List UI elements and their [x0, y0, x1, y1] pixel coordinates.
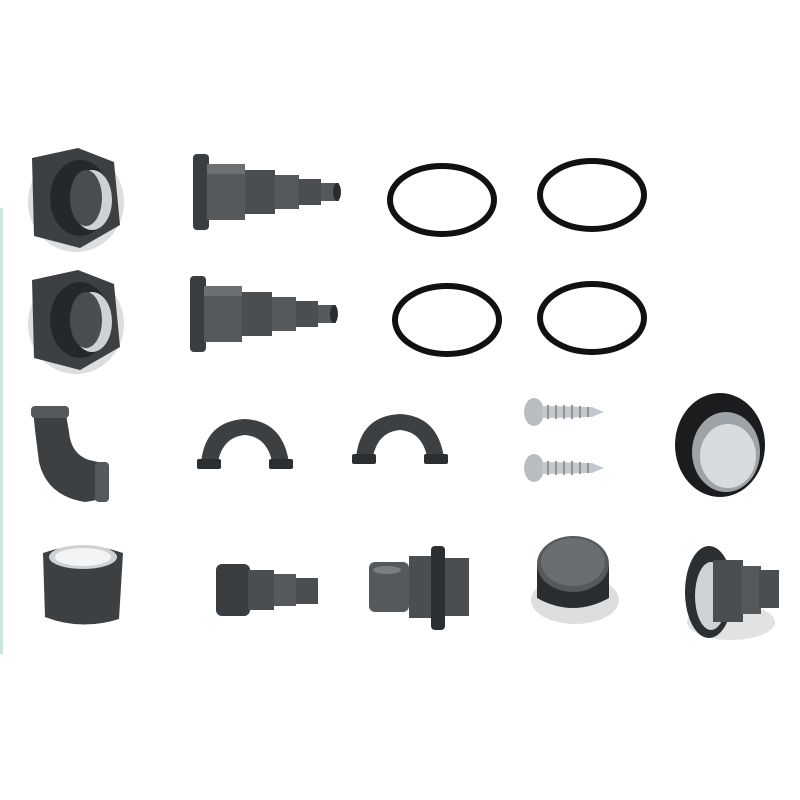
- hose-connector-1: [28, 148, 124, 252]
- o-ring-3: [392, 283, 502, 357]
- stepped-adapter: [216, 564, 318, 616]
- half-clamp-1: [197, 419, 293, 469]
- stepped-hose-adapter-1: [193, 154, 341, 230]
- sleeve-ring: [43, 545, 123, 625]
- elbow-fitting: [31, 406, 109, 502]
- threaded-connector: [369, 546, 469, 630]
- flanged-connector: [685, 546, 779, 640]
- o-ring-2: [537, 158, 647, 232]
- stepped-hose-adapter-2: [190, 276, 338, 352]
- angled-ring: [675, 393, 765, 497]
- left-edge-strip: [0, 208, 3, 654]
- screw-1: [524, 398, 604, 426]
- half-clamp-2: [352, 414, 448, 464]
- o-ring-4: [537, 281, 647, 355]
- screw-2: [524, 454, 604, 482]
- o-ring-1: [387, 163, 497, 237]
- cap: [531, 536, 619, 624]
- hose-connector-2: [28, 270, 124, 374]
